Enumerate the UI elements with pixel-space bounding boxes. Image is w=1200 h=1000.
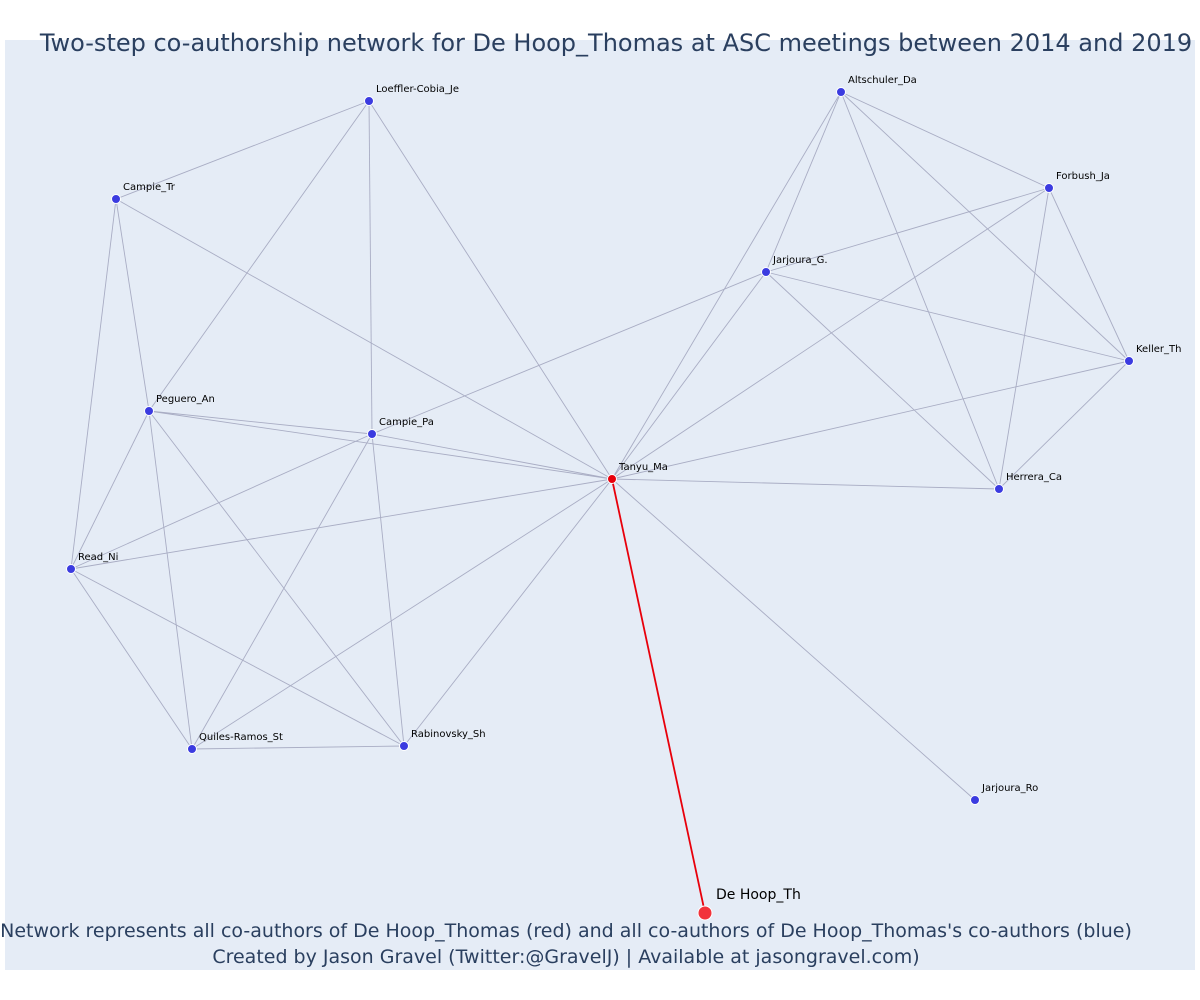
node-loeffler-cobia-je[interactable] [364,96,374,106]
node-label-herrera-ca: Herrera_Ca [1006,472,1062,483]
edge-keller-th-herrera-ca [998,360,1130,490]
edge-loeffler-cobia-je-campie-pa [368,100,373,435]
node-campie-pa[interactable] [367,429,377,439]
edge-peguero-an-campie-pa [148,410,373,435]
chart-title: Two-step co-authorship network for De Ho… [39,29,1193,57]
node-herrera-ca[interactable] [994,484,1004,494]
node-altschuler-da[interactable] [836,87,846,97]
node-campie-tr[interactable] [111,194,121,204]
focus-edge-de-hoop-th-tanyu-ma [611,478,706,914]
edge-loeffler-cobia-je-campie-tr [115,100,370,200]
node-label-campie-pa: Campie_Pa [379,417,434,428]
edge-tanyu-ma-quiles-ramos-st [191,478,613,750]
edge-forbush-ja-keller-th [1048,187,1130,362]
node-label-altschuler-da: Altschuler_Da [848,75,917,86]
focus-edges-layer [611,478,706,914]
node-label-tanyu-ma: Tanyu_Ma [618,462,668,473]
edge-read-ni-rabinovsky-sh [70,568,405,747]
nodes-layer [66,87,1134,921]
edge-forbush-ja-herrera-ca [998,187,1050,490]
edge-altschuler-da-forbush-ja [840,91,1050,189]
edge-read-ni-quiles-ramos-st [70,568,193,750]
edges-layer [70,91,1130,801]
edge-tanyu-ma-forbush-ja [611,187,1050,480]
caption: Network represents all co-authors of De … [0,918,1132,970]
labels-layer: Loeffler-Cobia_JeCampie_TrPeguero_AnCamp… [78,75,1181,903]
node-label-peguero-an: Peguero_An [156,394,215,405]
node-peguero-an[interactable] [144,406,154,416]
edge-altschuler-da-keller-th [840,91,1130,362]
node-label-rabinovsky-sh: Rabinovsky_Sh [411,729,486,740]
edge-tanyu-ma-read-ni [70,478,613,570]
node-label-read-ni: Read_Ni [78,552,118,563]
edge-tanyu-ma-jarjoura-ro [611,478,976,801]
edge-tanyu-ma-jarjoura-g [611,271,767,480]
node-label-campie-tr: Campie_Tr [123,182,176,193]
edge-campie-pa-read-ni [70,433,373,570]
edge-forbush-ja-jarjoura-g [765,187,1050,273]
node-rabinovsky-sh[interactable] [399,741,409,751]
edge-campie-tr-peguero-an [115,198,150,412]
node-keller-th[interactable] [1124,356,1134,366]
caption-line-1: Network represents all co-authors of De … [0,920,1132,942]
node-label-loeffler-cobia-je: Loeffler-Cobia_Je [376,84,459,95]
edge-loeffler-cobia-je-peguero-an [148,100,370,412]
edge-tanyu-ma-loeffler-cobia-je [368,100,613,480]
edge-jarjoura-g-keller-th [765,271,1130,362]
edge-tanyu-ma-altschuler-da [611,91,842,480]
plot-background [5,40,1195,970]
edge-jarjoura-g-herrera-ca [765,271,1000,490]
node-label-forbush-ja: Forbush_Ja [1056,171,1110,182]
node-label-jarjoura-g: Jarjoura_G. [772,255,828,266]
edge-tanyu-ma-peguero-an [148,410,613,480]
node-jarjoura-g[interactable] [761,267,771,277]
edge-peguero-an-rabinovsky-sh [148,410,405,747]
caption-line-2: Created by Jason Gravel (Twitter:@Gravel… [212,946,920,968]
edge-campie-pa-jarjoura-g [371,271,767,435]
edge-quiles-ramos-st-rabinovsky-sh [191,745,405,750]
edge-altschuler-da-jarjoura-g [765,91,842,273]
edge-campie-tr-read-ni [70,198,117,570]
node-jarjoura-ro[interactable] [970,795,980,805]
edge-altschuler-da-herrera-ca [840,91,1000,490]
edge-tanyu-ma-herrera-ca [611,478,1000,490]
node-read-ni[interactable] [66,564,76,574]
edge-tanyu-ma-campie-tr [115,198,613,480]
node-label-jarjoura-ro: Jarjoura_Ro [981,783,1038,794]
edge-tanyu-ma-rabinovsky-sh [403,478,613,747]
node-forbush-ja[interactable] [1044,183,1054,193]
node-quiles-ramos-st[interactable] [187,744,197,754]
edge-campie-pa-rabinovsky-sh [371,433,405,747]
node-de-hoop-th[interactable] [697,905,713,921]
edge-peguero-an-read-ni [70,410,150,570]
edge-tanyu-ma-keller-th [611,360,1130,480]
edge-tanyu-ma-campie-pa [371,433,613,480]
node-tanyu-ma[interactable] [607,474,617,484]
node-label-de-hoop-th: De Hoop_Th [716,887,801,903]
edge-campie-pa-quiles-ramos-st [191,433,373,750]
node-label-keller-th: Keller_Th [1136,344,1181,355]
node-label-quiles-ramos-st: Quiles-Ramos_St [199,732,283,743]
edge-peguero-an-quiles-ramos-st [148,410,193,750]
